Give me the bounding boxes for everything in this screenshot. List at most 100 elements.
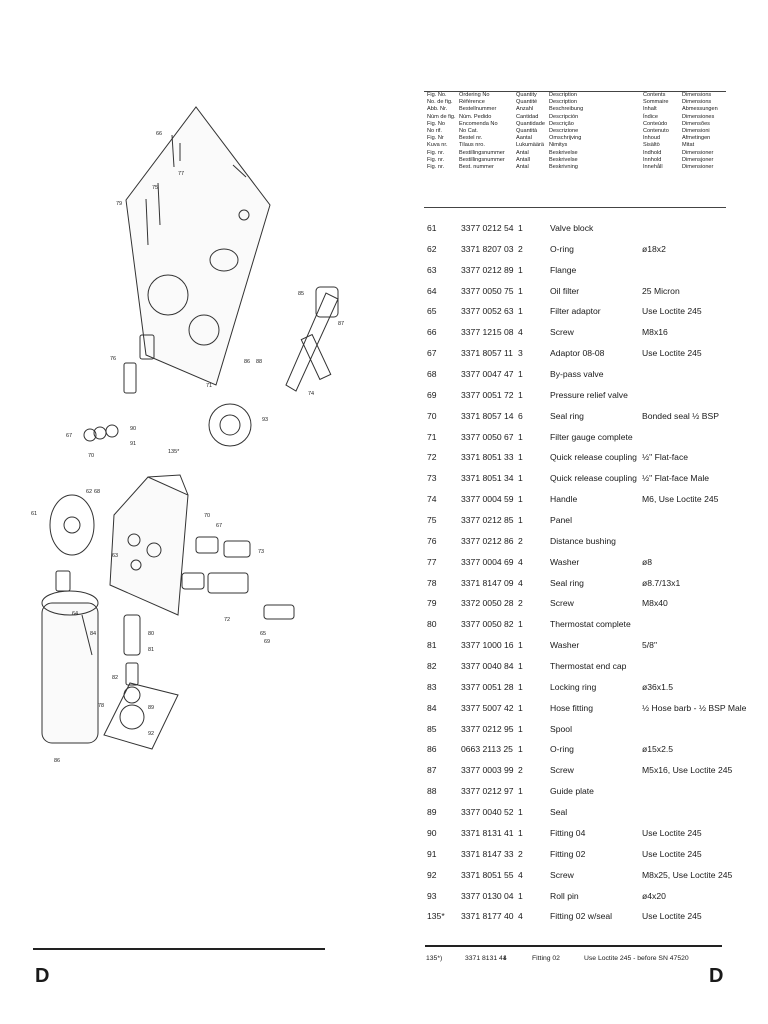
part-qty: 1 <box>518 389 523 400</box>
diagram-callout-label: 135* <box>168 449 180 455</box>
part-fig: 65 <box>427 306 437 317</box>
header-qty: Quantidade <box>516 120 545 127</box>
header-qty: Anzahl <box>516 106 534 113</box>
diagram-callout-label: 64 <box>72 611 78 617</box>
part-ordering: 3371 8177 40 <box>461 911 514 922</box>
part-dim: ½" Flat-face <box>642 452 689 463</box>
part-fig: 75 <box>427 515 437 526</box>
diagram-callout-label: 63 <box>112 553 118 559</box>
part-desc: Hose fitting <box>550 702 593 713</box>
header-dim: Dimensões <box>682 120 710 127</box>
part-ordering: 3371 8051 34 <box>461 473 514 484</box>
header-desc: Beschreibung <box>549 106 584 113</box>
part-desc: Screw <box>550 869 574 880</box>
part-desc: Thermostat end cap <box>550 661 627 672</box>
part-fig: 92 <box>427 869 437 880</box>
part-desc: Distance bushing <box>550 535 616 546</box>
diagram-callout-label: 70 <box>204 513 210 519</box>
header-dim: Dimensions <box>682 92 712 98</box>
part-dim: Use Loctite 245 <box>642 827 702 838</box>
part-ordering: 3371 8147 09 <box>461 577 514 588</box>
part-ordering: 3377 0051 72 <box>461 389 514 400</box>
header-top-rule <box>424 91 726 92</box>
part-ordering: 3371 8057 14 <box>461 410 514 421</box>
part-desc: Fitting 04 <box>550 827 586 838</box>
part-dim: ø15x2.5 <box>642 744 674 755</box>
header-fig: Fig. nr. <box>427 163 445 170</box>
part-ordering: 3371 8051 33 <box>461 452 514 463</box>
part-dim: ø18x2 <box>642 243 666 254</box>
header-ordering: Ordering No <box>459 92 490 98</box>
part-fig: 86 <box>427 744 437 755</box>
header-qty: Quantité <box>516 99 538 106</box>
part-fig: 62 <box>427 243 437 254</box>
diagram-callout-label: 70 <box>88 453 94 459</box>
part-ordering: 3371 8057 11 <box>461 348 513 359</box>
part-ordering: 3377 0212 89 <box>461 264 514 275</box>
part-desc: Seal ring <box>550 577 584 588</box>
part-fig: 91 <box>427 848 437 859</box>
diagram-callout-label: 88 <box>256 359 262 365</box>
part-desc: Quick release coupling <box>550 473 637 484</box>
part-fig: 83 <box>427 681 437 692</box>
part-qty: 2 <box>518 243 523 254</box>
part-fig: 61 <box>427 223 437 233</box>
header-dim: Dimensiones <box>682 113 715 120</box>
header-qty: Antall <box>516 156 530 163</box>
part-fig: 79 <box>427 598 437 609</box>
part-fig: 73 <box>427 473 437 484</box>
part-fig: 76 <box>427 535 437 546</box>
header-contents: Índice <box>643 113 658 120</box>
part-desc: Filter gauge complete <box>550 431 633 442</box>
part-ordering: 3371 8051 55 <box>461 869 514 880</box>
header-ordering: Núm. Pedido <box>459 113 492 120</box>
part-ordering: 3377 0212 54 <box>461 223 514 233</box>
header-contents: Sommaire <box>643 99 669 106</box>
diagram-callout-label: 61 <box>31 511 37 517</box>
part-qty: 1 <box>518 264 523 275</box>
part-fig: 72 <box>427 452 437 463</box>
part-ordering: 3377 5007 42 <box>461 702 514 713</box>
header-dim: Dimensions <box>682 99 712 106</box>
part-ordering: 3377 0051 28 <box>461 681 514 692</box>
header-contents: Conteúdo <box>643 120 668 127</box>
part-desc: Oil filter <box>550 285 580 296</box>
header-fig: No rif. <box>427 127 442 134</box>
diagram-callout-label: 75 <box>152 185 158 191</box>
part-ordering: 3377 0212 95 <box>461 723 514 734</box>
diagram-callout-label: 65 <box>260 631 266 637</box>
part-ordering: 3377 0004 59 <box>461 494 514 505</box>
part-dim: ø4x20 <box>642 890 666 901</box>
part-fig: 93 <box>427 890 437 901</box>
part-dim: Bonded seal ½ BSP <box>642 410 719 421</box>
part-dim: ø8 <box>642 556 653 567</box>
part-desc: Handle <box>550 494 578 505</box>
header-contents: Inhalt <box>643 106 657 113</box>
part-ordering: 3377 0050 82 <box>461 619 514 630</box>
part-qty: 1 <box>518 640 523 651</box>
header-qty: Antal <box>516 149 529 156</box>
footnote-ordering: 3371 8131 41 <box>465 955 507 962</box>
header-ordering: Bestillingsnummer <box>459 149 505 156</box>
part-desc: Filter adaptor <box>550 306 601 317</box>
